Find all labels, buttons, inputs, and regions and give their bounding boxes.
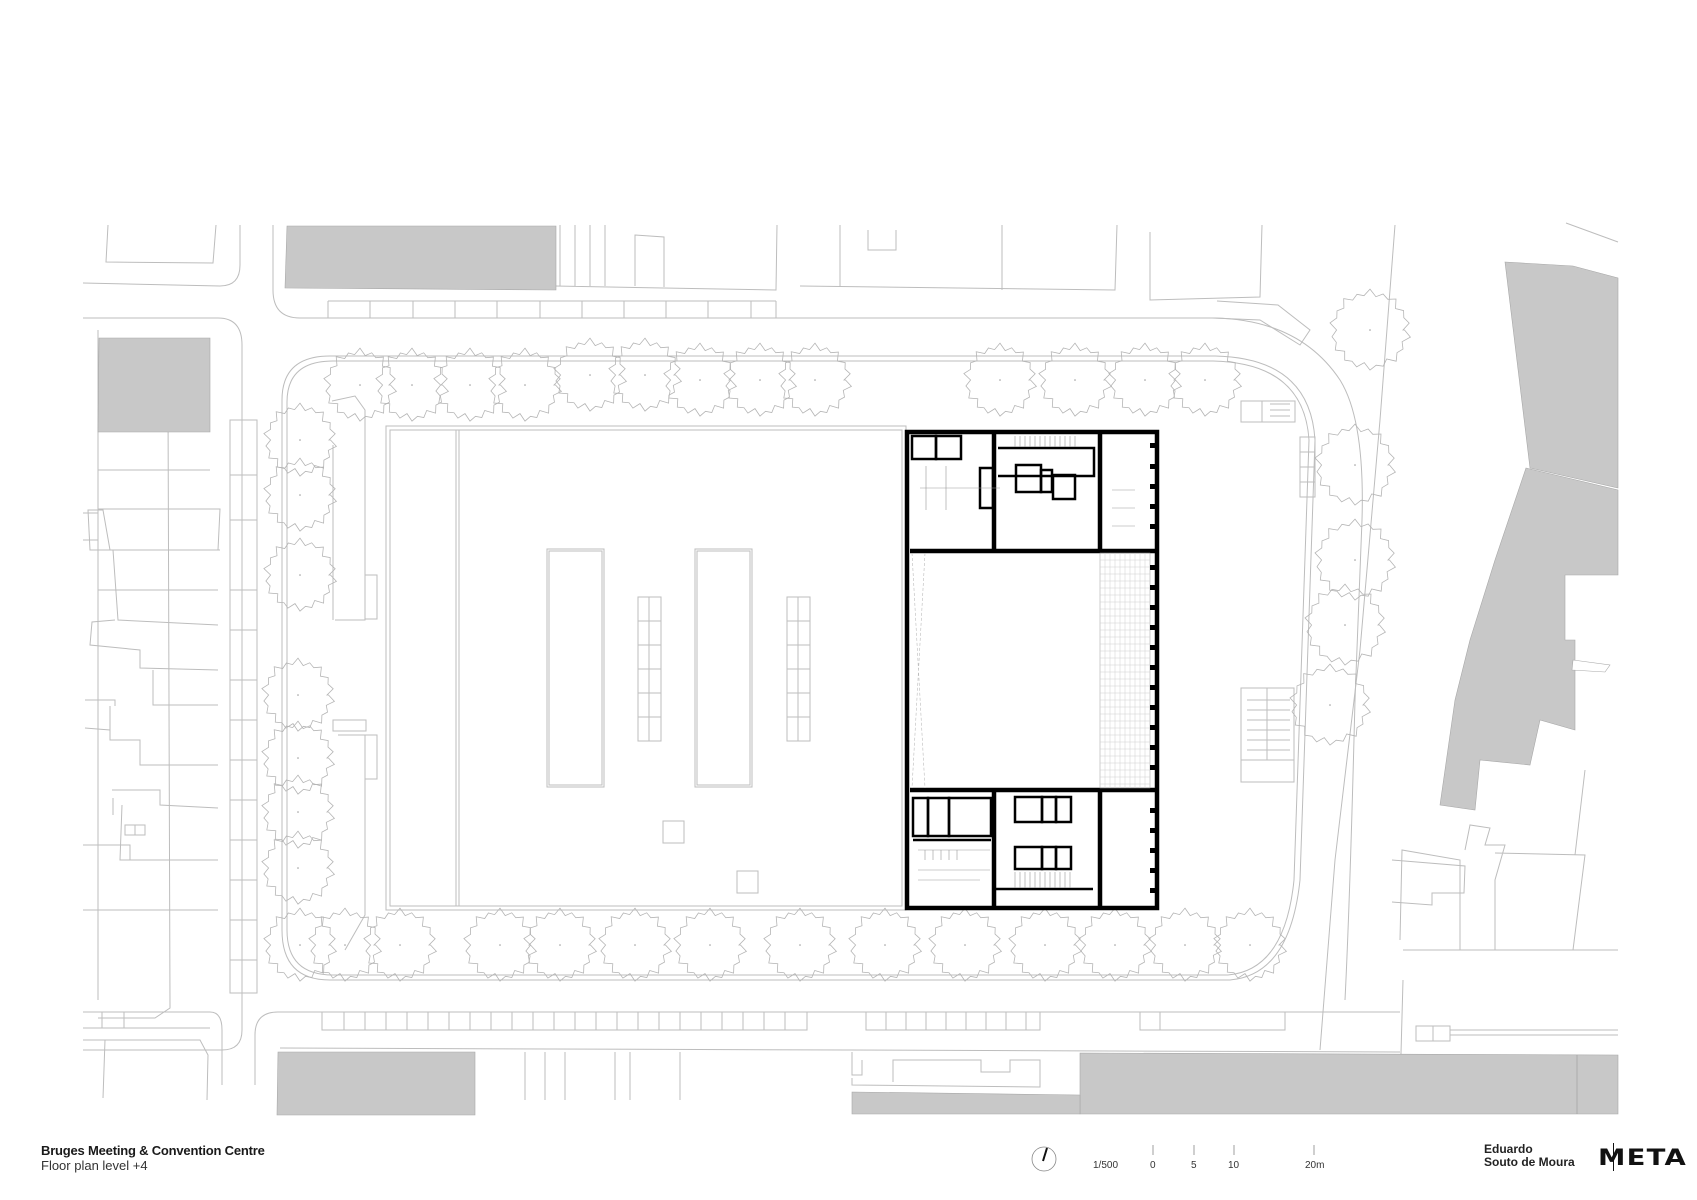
tree-icon: [1108, 342, 1183, 417]
tree-icon: [1038, 342, 1113, 417]
tree-icon: [1289, 663, 1372, 746]
sheet-subtitle: Floor plan level +4: [41, 1158, 148, 1173]
tree-icon: [598, 907, 673, 982]
tree-icon: [778, 342, 853, 417]
tree-icon: [1329, 288, 1412, 371]
tree-icon: [261, 830, 336, 905]
architect-first-name: Eduardo: [1484, 1142, 1533, 1156]
logo-divider: [1613, 1143, 1614, 1171]
tree-icon: [1148, 907, 1223, 982]
tree-icon: [673, 907, 748, 982]
tree-icon: [1213, 907, 1288, 982]
tree-icon: [663, 342, 738, 417]
scale-tick-0: 0: [1150, 1160, 1156, 1171]
scale-tick-10: 10: [1228, 1160, 1240, 1171]
tree-icon: [308, 907, 383, 982]
scale-ratio: 1/500: [1093, 1160, 1119, 1171]
scale-tick-5: 5: [1191, 1160, 1197, 1171]
tree-icon: [963, 342, 1038, 417]
tree-icon: [1314, 423, 1397, 506]
scale-tick-20m: 20m: [1305, 1160, 1325, 1171]
scale-bar: [1152, 1145, 1315, 1155]
title-block: Bruges Meeting & Convention Centre Floor…: [41, 1143, 265, 1173]
tree-icon: [488, 347, 563, 422]
tree-icon: [263, 537, 338, 612]
convention-centre-plan: [904, 429, 1160, 911]
tree-icon: [433, 347, 508, 422]
architect-last-name: Souto de Moura: [1484, 1155, 1575, 1169]
tree-icon: [363, 907, 438, 982]
skylight-grid-1: [637, 596, 811, 742]
tree-icon: [848, 907, 923, 982]
facade-pillars: [1150, 443, 1159, 893]
tree-icon: [261, 657, 336, 732]
tree-icon: [723, 342, 798, 417]
tree-icon: [928, 907, 1003, 982]
foyer-floor-grid: [1099, 552, 1151, 789]
architect-credit: Eduardo Souto de Moura: [1484, 1143, 1575, 1169]
trees-layer: [261, 288, 1412, 982]
tree-icon: [608, 337, 683, 412]
tree-icon: [463, 907, 538, 982]
north-arrow-icon: [1031, 1146, 1057, 1172]
meta-logo: META: [1598, 1146, 1688, 1171]
tree-icon: [263, 402, 338, 477]
tree-icon: [263, 457, 338, 532]
tree-icon: [323, 347, 398, 422]
tree-icon: [1008, 907, 1083, 982]
tree-icon: [553, 337, 628, 412]
context-linework: [82, 222, 1619, 1101]
tree-icon: [261, 720, 336, 795]
tree-icon: [1078, 907, 1153, 982]
tree-icon: [1168, 342, 1243, 417]
tree-icon: [1314, 518, 1397, 601]
tree-icon: [763, 907, 838, 982]
tree-icon: [523, 907, 598, 982]
neighbor-buildings: [97, 225, 1619, 1116]
tree-icon: [375, 347, 450, 422]
project-title: Bruges Meeting & Convention Centre: [41, 1143, 265, 1158]
tree-icon: [1304, 583, 1387, 666]
